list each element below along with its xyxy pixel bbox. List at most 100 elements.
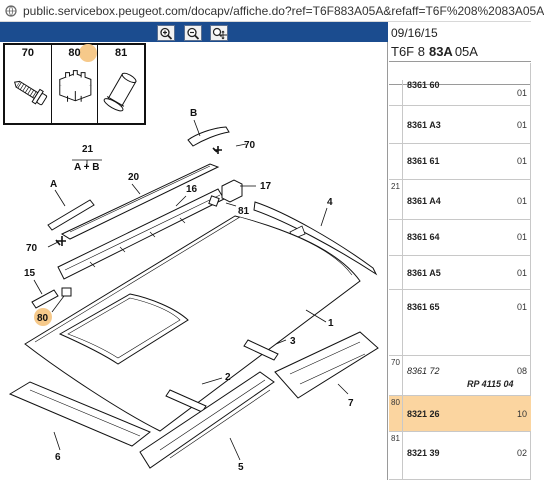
part-4-rail[interactable]	[253, 201, 378, 276]
part-qty: 01	[517, 232, 528, 242]
part-code[interactable]: 8361 60	[407, 80, 440, 90]
callout-4[interactable]: 4	[327, 197, 333, 208]
zoom-out-button[interactable]	[184, 25, 202, 41]
catalog-ref-bold: 83A	[428, 44, 453, 59]
callout-21[interactable]: 21	[82, 144, 94, 155]
catalog-reference: T6F 8 83A 05A	[389, 42, 531, 62]
part-code[interactable]: 8361 72	[407, 366, 440, 376]
table-header-band	[389, 63, 531, 85]
row-index: 81	[389, 432, 403, 479]
pan-button[interactable]	[210, 25, 228, 41]
part-6-front-header[interactable]	[8, 381, 151, 447]
legend-number: 81	[115, 47, 128, 59]
callout-16[interactable]: 16	[186, 184, 198, 195]
parts-table: 8361 60 01 8361 A3 01 8361 61 01 21 8361…	[389, 80, 531, 480]
row-index	[389, 220, 403, 255]
part-code[interactable]: 8361 A5	[407, 268, 441, 278]
part-code[interactable]: 8361 64	[407, 232, 440, 242]
callout-81[interactable]: 81	[238, 206, 250, 217]
url-text[interactable]: public.servicebox.peugeot.com/docapv/aff…	[23, 3, 544, 18]
part-70-screw-left[interactable]	[55, 236, 66, 246]
row-index	[389, 256, 403, 289]
table-row[interactable]: 8361 61 01	[389, 144, 531, 180]
globe-icon	[4, 4, 18, 18]
table-row[interactable]: 21 8361 A4 01	[389, 180, 531, 220]
part-80-clip[interactable]	[61, 287, 72, 297]
row-index	[389, 80, 403, 105]
part-code[interactable]: 8321 39	[407, 448, 440, 458]
part-code[interactable]: 8321 26	[407, 409, 440, 419]
callout-80-highlight	[34, 308, 52, 326]
parts-list-pane: 09/16/15 T6F 8 83A 05A 8361 60 01 8361 A…	[389, 22, 531, 480]
part-code[interactable]: 8361 A4	[407, 196, 441, 206]
screw-icon	[14, 80, 48, 106]
part-qty: 08	[517, 366, 528, 376]
row-index	[389, 290, 403, 355]
legend-number: 70	[21, 47, 34, 59]
table-right-border	[530, 63, 531, 480]
plug-icon	[103, 72, 137, 112]
legend-item-70[interactable]: 70	[5, 45, 52, 123]
row-index: 80	[389, 396, 403, 431]
callout-70-top[interactable]: 70	[244, 140, 256, 151]
small-parts-legend: 70 80 81	[3, 43, 146, 125]
catalog-ref-prefix: T6F 8	[391, 44, 425, 59]
legend-item-81[interactable]: 81	[98, 45, 144, 123]
part-15-strip[interactable]	[31, 289, 59, 309]
table-row[interactable]: 81 8321 39 02	[389, 432, 531, 480]
zoom-in-button[interactable]	[157, 25, 175, 41]
callout-b[interactable]: B	[190, 108, 197, 119]
part-7-rear-header[interactable]	[274, 331, 379, 399]
callout-70-left[interactable]: 70	[26, 243, 38, 254]
part-code[interactable]: 8361 65	[407, 302, 440, 312]
diagram-toolbar	[0, 22, 388, 42]
row-index: 21	[389, 180, 403, 219]
row-index: 70	[389, 356, 403, 395]
table-row[interactable]: 8361 60 01	[389, 80, 531, 106]
table-row[interactable]: 8361 A5 01	[389, 256, 531, 290]
part-reference: RP 4115 04	[467, 379, 514, 389]
callout-20[interactable]: 20	[128, 172, 140, 183]
callout-5[interactable]: 5	[238, 462, 244, 473]
callout-a-plus-b[interactable]: A + B	[74, 162, 99, 173]
part-qty: 02	[517, 448, 528, 458]
table-row[interactable]: 70 8361 72 RP 4115 04 08	[389, 356, 531, 396]
part-qty: 01	[517, 156, 528, 166]
part-70-screw-top[interactable]	[212, 146, 222, 154]
callout-7[interactable]: 7	[348, 398, 354, 409]
selected-highlight	[78, 44, 97, 62]
callout-15[interactable]: 15	[24, 268, 36, 279]
zoom-out-icon	[187, 27, 200, 40]
callout-3[interactable]: 3	[290, 336, 296, 347]
table-row[interactable]: 8361 A3 01	[389, 106, 531, 144]
table-row[interactable]: 8361 65 01	[389, 290, 531, 356]
part-qty: 01	[517, 302, 528, 312]
catalog-ref-suffix: 05A	[454, 44, 478, 59]
table-row[interactable]: 8361 64 01	[389, 220, 531, 256]
callout-17[interactable]: 17	[260, 181, 272, 192]
callout-1[interactable]: 1	[328, 318, 334, 329]
part-17-clip[interactable]	[221, 179, 243, 203]
callout-6[interactable]: 6	[55, 452, 61, 463]
exploded-roof-diagram: B 70 21 A + B 20 16 17 A 81 4 70 15 80 1…	[8, 108, 379, 473]
part-a-shape[interactable]	[47, 199, 95, 231]
callout-2[interactable]: 2	[225, 372, 231, 383]
part-b-shape[interactable]	[187, 126, 230, 147]
address-bar[interactable]: public.servicebox.peugeot.com/docapv/aff…	[0, 0, 544, 22]
callout-a[interactable]: A	[50, 179, 57, 190]
part-qty: 01	[517, 88, 528, 98]
legend-number: 80	[68, 47, 81, 59]
part-qty: 10	[517, 409, 528, 419]
part-code[interactable]: 8361 A3	[407, 120, 441, 130]
part-3-crossmember[interactable]	[243, 339, 279, 361]
catalog-date: 09/16/15	[391, 26, 438, 40]
legend-item-80[interactable]: 80	[52, 44, 99, 123]
zoom-in-icon	[160, 27, 173, 40]
part-code[interactable]: 8361 61	[407, 156, 440, 166]
part-20-rail[interactable]	[60, 163, 220, 240]
row-index	[389, 144, 403, 179]
diagram-pane: 70 80 81	[0, 22, 388, 480]
part-81-plug[interactable]	[208, 195, 220, 207]
callout-80[interactable]: 80	[37, 313, 49, 324]
table-row-selected[interactable]: 80 8321 26 10	[389, 396, 531, 432]
